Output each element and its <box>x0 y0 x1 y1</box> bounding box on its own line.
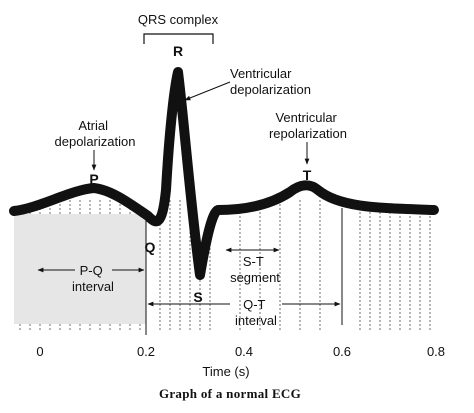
pq-shading <box>14 214 146 324</box>
ventricular-depolarization-arrow <box>184 81 231 101</box>
label-q: Q <box>145 239 156 255</box>
tick-label-0.6: 0.6 <box>333 344 351 359</box>
qrs-bracket <box>143 33 214 44</box>
figure-caption: Graph of a normal ECG <box>159 386 301 401</box>
st-segment-label: S-T segment <box>230 254 280 285</box>
label-t: T <box>303 167 312 183</box>
ventricular-repolarization-label: Ventricular repolarization <box>269 110 347 141</box>
qrs-complex-title: QRS complex <box>138 12 219 27</box>
axis-label: Time (s) <box>202 364 249 379</box>
tick-label-0.4: 0.4 <box>235 344 253 359</box>
qt-interval-label: Q-T interval <box>235 297 277 328</box>
label-s: S <box>193 289 202 305</box>
label-p: P <box>89 171 98 187</box>
ventricular-depolarization-label: Ventricular depolarization <box>230 66 311 97</box>
tick-label-0: 0 <box>36 344 43 359</box>
atrial-depolarization-label: Atrial depolarization <box>55 118 136 149</box>
label-r: R <box>173 43 183 59</box>
tick-label-0.2: 0.2 <box>137 344 155 359</box>
ecg-trace-core <box>148 70 220 277</box>
tick-label-0.8: 0.8 <box>427 344 445 359</box>
pq-interval-label: P-Q interval <box>72 263 114 294</box>
